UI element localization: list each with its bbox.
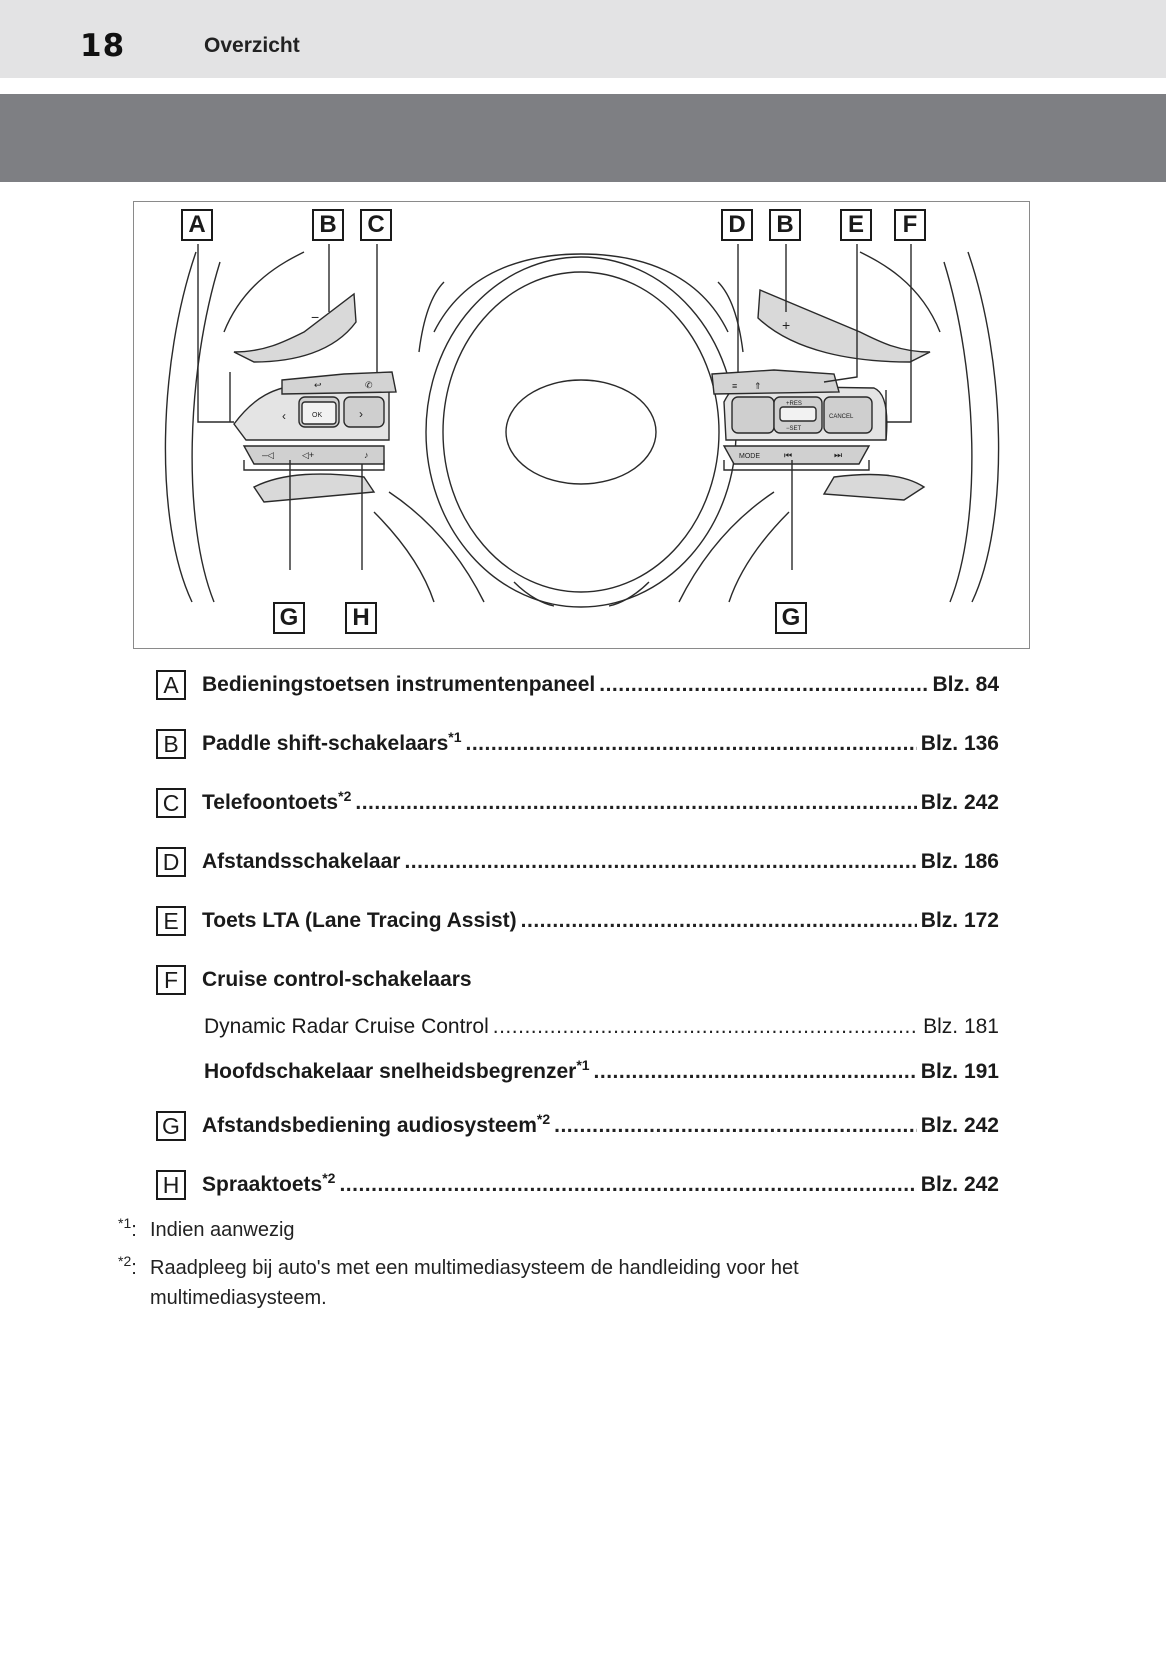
callout-d: D: [721, 209, 753, 241]
page-reference: Blz. 191: [920, 1060, 999, 1083]
footnote-mark: *1:: [118, 1215, 137, 1241]
footnote-1: *1: Indien aanwezig: [118, 1215, 295, 1245]
legend-item-f: F Cruise control-schakelaars: [156, 963, 999, 995]
legend-item-e: E Toets LTA (Lane Tracing Assist) Blz. 1…: [156, 904, 999, 936]
page-header: 18 Overzicht: [0, 0, 1166, 78]
page-reference: Blz. 186: [920, 850, 999, 873]
footnote-mark: *2:: [118, 1253, 137, 1279]
legend-title: Spraaktoets*2: [202, 1170, 336, 1196]
legend-title: Cruise control-schakelaars: [202, 968, 472, 991]
callout-g-left: G: [273, 602, 305, 634]
legend-title: Afstandsbediening audiosysteem*2: [202, 1111, 551, 1137]
legend-subtitle: Dynamic Radar Cruise Control: [204, 1015, 489, 1038]
paddle-plus-label: +: [782, 317, 790, 333]
callout-f: F: [894, 209, 926, 241]
track-forward-icon: ⏭: [834, 450, 842, 460]
legend-item-g: G Afstandsbediening audiosysteem*2 Blz. …: [156, 1109, 999, 1141]
leader-dots: [599, 672, 928, 700]
legend-title: Telefoontoets*2: [202, 788, 352, 814]
legend-letter: C: [156, 788, 186, 818]
callout-b-left: B: [312, 209, 344, 241]
legend-subitem-speed-limiter: Hoofdschakelaar snelheidsbegrenzer*1 Blz…: [204, 1055, 999, 1087]
leader-dots: [355, 790, 916, 818]
volume-down-icon: –◁: [262, 450, 274, 460]
legend-title: Toets LTA (Lane Tracing Assist): [202, 909, 517, 932]
volume-up-icon: ◁+: [302, 450, 314, 460]
legend-letter: F: [156, 965, 186, 995]
legend-item-a: A Bedieningstoetsen instrumentenpaneel B…: [156, 668, 999, 700]
leader-dots: [339, 1172, 916, 1200]
leader-dots: [554, 1113, 917, 1141]
leader-dots: [594, 1059, 917, 1087]
callout-h: H: [345, 602, 377, 634]
callout-c: C: [360, 209, 392, 241]
paddle-minus-label: −: [311, 309, 319, 325]
footnote-2: *2: Raadpleeg bij auto's met een multime…: [118, 1253, 799, 1309]
distance-icon: ≡: [732, 381, 737, 391]
legend-item-d: D Afstandsschakelaar Blz. 186: [156, 845, 999, 877]
legend-letter: H: [156, 1170, 186, 1200]
legend-subitem-dynamic-radar: Dynamic Radar Cruise Control Blz. 181: [204, 1010, 999, 1042]
legend-item-b: B Paddle shift-schakelaars*1 Blz. 136: [156, 727, 999, 759]
mode-button-label: MODE: [739, 453, 760, 460]
track-back-icon: ⏮: [784, 450, 792, 460]
page-reference: Blz. 242: [920, 791, 999, 814]
legend-letter: D: [156, 847, 186, 877]
leader-dots: [466, 731, 917, 759]
page-reference: Blz. 181: [923, 1015, 999, 1038]
legend-letter: G: [156, 1111, 186, 1141]
footnote-text: Indien aanwezig: [150, 1219, 295, 1241]
section-title: Overzicht: [204, 34, 300, 57]
callout-b-right: B: [769, 209, 801, 241]
left-arrow-icon: ‹: [282, 409, 286, 423]
phone-icon: ✆: [365, 380, 373, 390]
legend-title: Afstandsschakelaar: [202, 850, 401, 873]
ok-button-label: OK: [312, 412, 322, 419]
legend-item-h: H Spraaktoets*2 Blz. 242: [156, 1168, 999, 1200]
legend-letter: A: [156, 670, 186, 700]
page-reference: Blz. 136: [920, 732, 999, 755]
header-band: [0, 94, 1166, 182]
page-reference: Blz. 84: [932, 673, 999, 696]
page-reference: Blz. 172: [920, 909, 999, 932]
legend-subtitle: Hoofdschakelaar snelheidsbegrenzer*1: [204, 1057, 590, 1083]
callout-e: E: [840, 209, 872, 241]
legend-letter: E: [156, 906, 186, 936]
legend-item-c: C Telefoontoets*2 Blz. 242: [156, 786, 999, 818]
steering-wheel-illustration: − + OK +RES −SET CANCEL MODE –◁ ◁+ ⏮ ⏭ ‹…: [164, 244, 1000, 608]
page-reference: Blz. 242: [920, 1173, 999, 1196]
callout-a: A: [181, 209, 213, 241]
cancel-button-label: CANCEL: [829, 414, 854, 420]
legend-letter: B: [156, 729, 186, 759]
page-number: 18: [80, 28, 126, 64]
legend-title: Paddle shift-schakelaars*1: [202, 729, 462, 755]
set-button-label: −SET: [786, 426, 802, 432]
leader-dots: [404, 849, 916, 877]
lta-icon: ⇑: [754, 381, 762, 391]
leader-dots: [493, 1014, 919, 1042]
right-arrow-icon: ›: [359, 407, 363, 421]
back-icon: ↩: [314, 380, 322, 390]
steering-wheel-figure: − + OK +RES −SET CANCEL MODE –◁ ◁+ ⏮ ⏭ ‹…: [133, 201, 1030, 649]
page-reference: Blz. 242: [920, 1114, 999, 1137]
legend-title: Bedieningstoetsen instrumentenpaneel: [202, 673, 596, 696]
footnote-text: Raadpleeg bij auto's met een multimedias…: [150, 1257, 799, 1309]
res-button-label: +RES: [786, 401, 802, 407]
voice-icon: ♪: [364, 450, 369, 460]
leader-dots: [521, 908, 917, 936]
callout-g-right: G: [775, 602, 807, 634]
